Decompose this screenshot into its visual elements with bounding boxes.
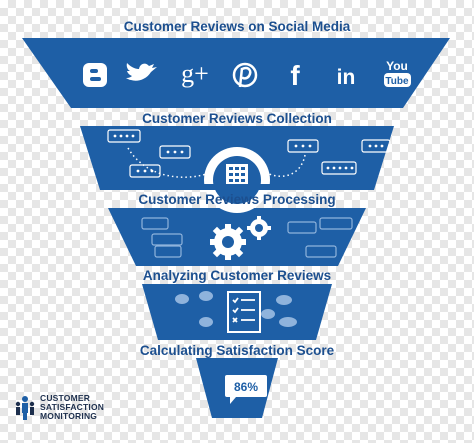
stage-title-processing: Customer Reviews Processing bbox=[138, 192, 336, 207]
score-bubble: 86% bbox=[225, 375, 267, 404]
logo-text: CUSTOMER SATISFACTION MONITORING bbox=[40, 394, 104, 421]
chat-bubble-icon bbox=[175, 291, 297, 327]
stage-title-collection: Customer Reviews Collection bbox=[142, 111, 332, 126]
stage-title-social-media: Customer Reviews on Social Media bbox=[123, 19, 351, 34]
svg-text:You: You bbox=[386, 59, 408, 73]
pale-review-bubble-icon bbox=[141, 217, 353, 258]
gears-icon bbox=[210, 216, 271, 260]
youtube-icon: You Tube bbox=[384, 59, 411, 87]
checklist-icon bbox=[227, 291, 261, 333]
linkedin-icon: in bbox=[337, 66, 356, 89]
blogger-icon bbox=[83, 63, 107, 87]
google-plus-icon: g+ bbox=[181, 59, 209, 88]
people-icon bbox=[15, 395, 35, 420]
server-gear-icon bbox=[196, 147, 278, 213]
facebook-icon: f bbox=[290, 60, 300, 91]
review-bubble-icon bbox=[107, 129, 391, 178]
funnel-stage-1 bbox=[22, 38, 450, 108]
pinterest-icon bbox=[232, 62, 258, 88]
logo: CUSTOMER SATISFACTION MONITORING bbox=[14, 394, 104, 421]
logo-line-2: SATISFACTION bbox=[40, 402, 105, 412]
twitter-icon bbox=[126, 63, 157, 81]
svg-text:Tube: Tube bbox=[385, 76, 409, 87]
stage-title-score: Calculating Satisfaction Score bbox=[139, 343, 335, 358]
logo-line-3: MONITORING bbox=[40, 411, 98, 421]
stage-title-analyzing: Analyzing Customer Reviews bbox=[142, 268, 332, 283]
score-value: 86% bbox=[234, 380, 258, 394]
logo-line-1: CUSTOMER bbox=[40, 393, 91, 403]
